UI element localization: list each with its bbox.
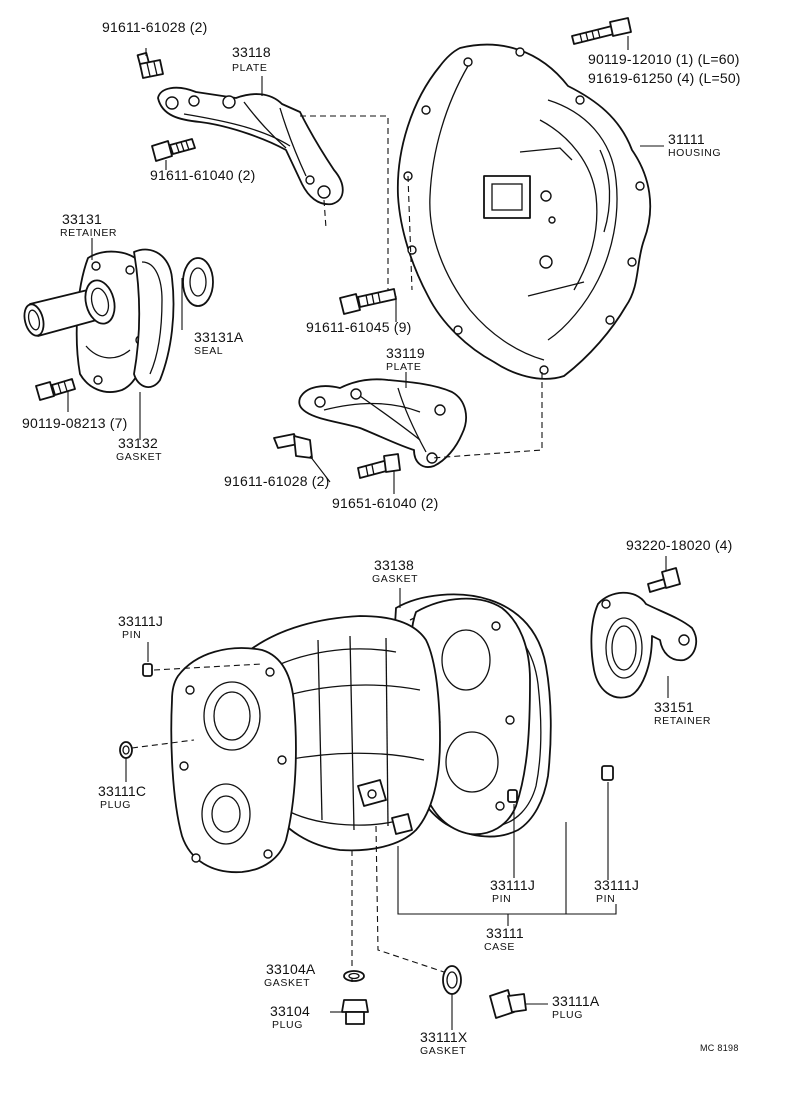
label-93220-18020: 93220-18020 (4) bbox=[626, 537, 733, 553]
label-33111X-number: 33111X bbox=[420, 1029, 468, 1045]
pin-33111J-left bbox=[142, 663, 153, 677]
seal-33131A bbox=[182, 257, 214, 307]
label-33119-number: 33119 bbox=[386, 345, 425, 361]
label-33111A-number: 33111A bbox=[552, 993, 600, 1009]
label-33111-number: 33111 bbox=[486, 925, 524, 941]
plug-33111C bbox=[119, 741, 133, 759]
label-91611-61028-top: 91611-61028 (2) bbox=[102, 19, 208, 35]
label-33119-name: PLATE bbox=[386, 361, 422, 373]
label-33132-name: GASKET bbox=[116, 451, 163, 463]
label-33111X-name: GASKET bbox=[420, 1045, 467, 1057]
label-33104-name: PLUG bbox=[272, 1019, 303, 1031]
bolt-91611-61045 bbox=[339, 288, 397, 315]
label-33104A-name: GASKET bbox=[264, 977, 311, 989]
label-91611-61045: 91611-61045 (9) bbox=[306, 319, 412, 335]
label-91611-61040: 91611-61040 (2) bbox=[150, 167, 256, 183]
label-90119-08213: 90119-08213 (7) bbox=[22, 415, 128, 431]
housing-31111 bbox=[396, 43, 652, 380]
label-33132-number: 33132 bbox=[118, 435, 158, 451]
label-91619-61250: 91619-61250 (4) (L=50) bbox=[588, 70, 741, 86]
label-33111-name: CASE bbox=[484, 941, 515, 953]
label-91651-61040: 91651-61040 (2) bbox=[332, 495, 439, 511]
drawing-code: MC 8198 bbox=[700, 1043, 739, 1053]
label-33111C-number: 33111C bbox=[98, 783, 147, 799]
label-91611-61028-mid: 91611-61028 (2) bbox=[224, 473, 330, 489]
plate-33119 bbox=[298, 378, 467, 468]
plate-33118 bbox=[157, 86, 344, 206]
bolt-90119-08213 bbox=[35, 378, 76, 401]
label-33138-name: GASKET bbox=[372, 573, 419, 585]
bolt-91611-61040 bbox=[151, 138, 196, 162]
label-33104-number: 33104 bbox=[270, 1003, 310, 1019]
label-33111A-name: PLUG bbox=[552, 1009, 583, 1021]
plug-33111A bbox=[489, 989, 527, 1019]
label-33151-name: RETAINER bbox=[654, 715, 712, 727]
retainer-33131 bbox=[23, 250, 151, 393]
label-33111J-mid-name: PIN bbox=[492, 893, 512, 905]
retainer-33151 bbox=[590, 591, 698, 699]
plug-33104 bbox=[341, 999, 369, 1025]
bolt-91611-61028-mid bbox=[273, 433, 313, 459]
label-33111J-right-number: 33111J bbox=[594, 877, 640, 893]
pin-33111J-mid bbox=[507, 789, 518, 803]
bolt-91611-61028-top bbox=[136, 52, 164, 79]
label-90119-12010: 90119-12010 (1) (L=60) bbox=[588, 51, 740, 67]
gasket-33111X bbox=[442, 965, 462, 995]
gasket-33104A bbox=[343, 970, 365, 982]
label-33111J-left-name: PIN bbox=[122, 629, 142, 641]
label-31111-name: HOUSING bbox=[668, 147, 722, 159]
gasket-33132 bbox=[133, 248, 175, 388]
label-33131A-number: 33131A bbox=[194, 329, 244, 345]
label-33111C-name: PLUG bbox=[100, 799, 131, 811]
label-33118-name: PLATE bbox=[232, 62, 268, 74]
label-33151-number: 33151 bbox=[654, 699, 694, 715]
bolt-90119-12010 bbox=[571, 17, 632, 45]
pin-33111J-right bbox=[601, 765, 614, 781]
label-33131-name: RETAINER bbox=[60, 227, 118, 239]
label-33111J-mid-number: 33111J bbox=[490, 877, 536, 893]
bolt-93220-18020 bbox=[647, 567, 681, 593]
case-33111 bbox=[170, 597, 531, 874]
label-33104A-number: 33104A bbox=[266, 961, 316, 977]
label-33111J-right-name: PIN bbox=[596, 893, 616, 905]
label-33111J-left-number: 33111J bbox=[118, 613, 164, 629]
bolt-91651-61040 bbox=[357, 453, 401, 479]
label-33131A-name: SEAL bbox=[194, 345, 224, 357]
label-33118-number: 33118 bbox=[232, 44, 271, 60]
label-31111-number: 31111 bbox=[668, 131, 705, 147]
label-33131-number: 33131 bbox=[62, 211, 102, 227]
label-33138-number: 33138 bbox=[374, 557, 414, 573]
